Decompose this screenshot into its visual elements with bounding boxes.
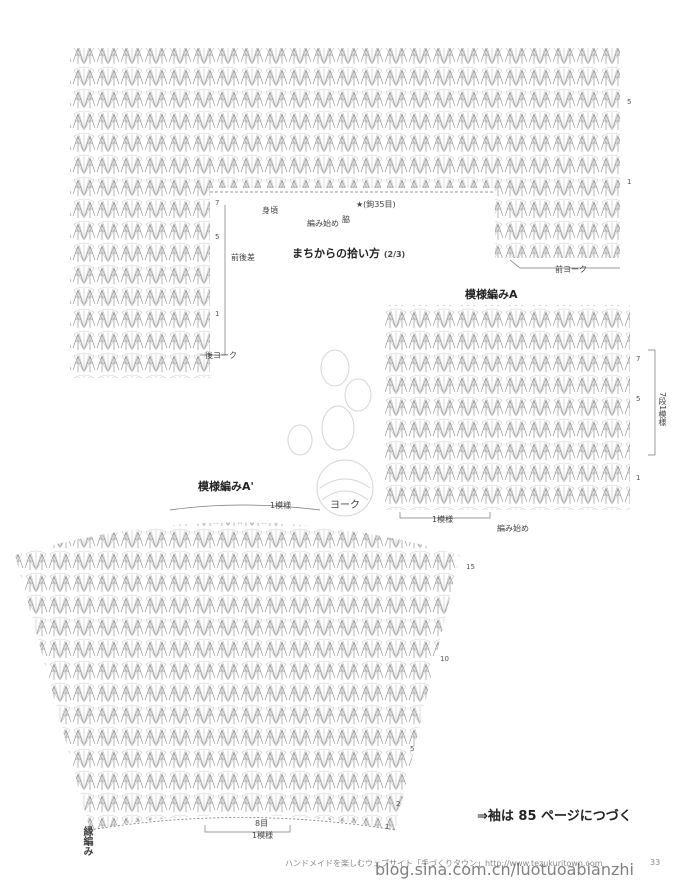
pattern-a2-row-15: 15 — [466, 563, 475, 571]
body-label: 身頃 — [262, 206, 278, 215]
side-label: 脇 — [342, 215, 350, 224]
footer-text: ハンドメイドを楽しむウェブサイト「手づくりタウン」http://www.tezu… — [285, 859, 603, 868]
pattern-a2-row-10: 10 — [440, 655, 449, 663]
continuation-note: ⇒袖は 85 ページにつづく — [477, 809, 632, 824]
pattern-a-title: 模様編みA — [465, 288, 518, 301]
pattern-a-start-label: 編み始め — [497, 524, 529, 533]
pattern-a2-one-pattern-bottom: 1模様 — [252, 831, 274, 840]
row-label-5: 5 — [627, 98, 632, 106]
left-row-label-5: 5 — [215, 233, 220, 241]
left-row-label-7: 7 — [215, 199, 220, 207]
watermark-url: blog.sina.com.cn/luotuoabianzhi — [375, 860, 634, 879]
stitch-count-8: 8目 — [255, 819, 269, 828]
left-row-label-1: 1 — [215, 310, 220, 318]
pattern-a-row-7: 7 — [636, 355, 641, 363]
pickup-title-text: まちからの拾い方 — [292, 247, 380, 260]
pattern-a-row-5: 5 — [636, 395, 641, 403]
row-label-1: 1 — [627, 178, 632, 186]
star-label: ★(鉤35目) — [356, 200, 396, 209]
pattern-a2-title: 模様編みA' — [198, 480, 254, 493]
page-number: 33 — [650, 858, 661, 867]
pattern-a2-row-5: 5 — [410, 745, 415, 753]
yoke-label: ヨーク — [330, 500, 360, 511]
front-yoke-label: 前ヨーク — [555, 265, 587, 274]
edge-label: 縁編み — [81, 826, 92, 856]
pickup-note: (2/3) — [383, 250, 406, 259]
start-label: 編み始め — [307, 219, 339, 228]
pattern-a2-row-1: 1 — [385, 823, 390, 831]
front-back-label: 前後差 — [231, 253, 255, 262]
back-yoke-label: 後ヨーク — [205, 351, 237, 360]
pattern-a-one-pattern: 1模様 — [432, 515, 454, 524]
pickup-title: まちからの拾い方 (2/3) — [292, 245, 405, 261]
pattern-a2-row-2: 2 — [396, 800, 401, 808]
pattern-a-repeat-label: 7段1模様 — [658, 392, 667, 427]
pattern-a2-one-pattern: 1模様 — [270, 501, 292, 510]
pattern-a-row-1: 1 — [636, 474, 641, 482]
